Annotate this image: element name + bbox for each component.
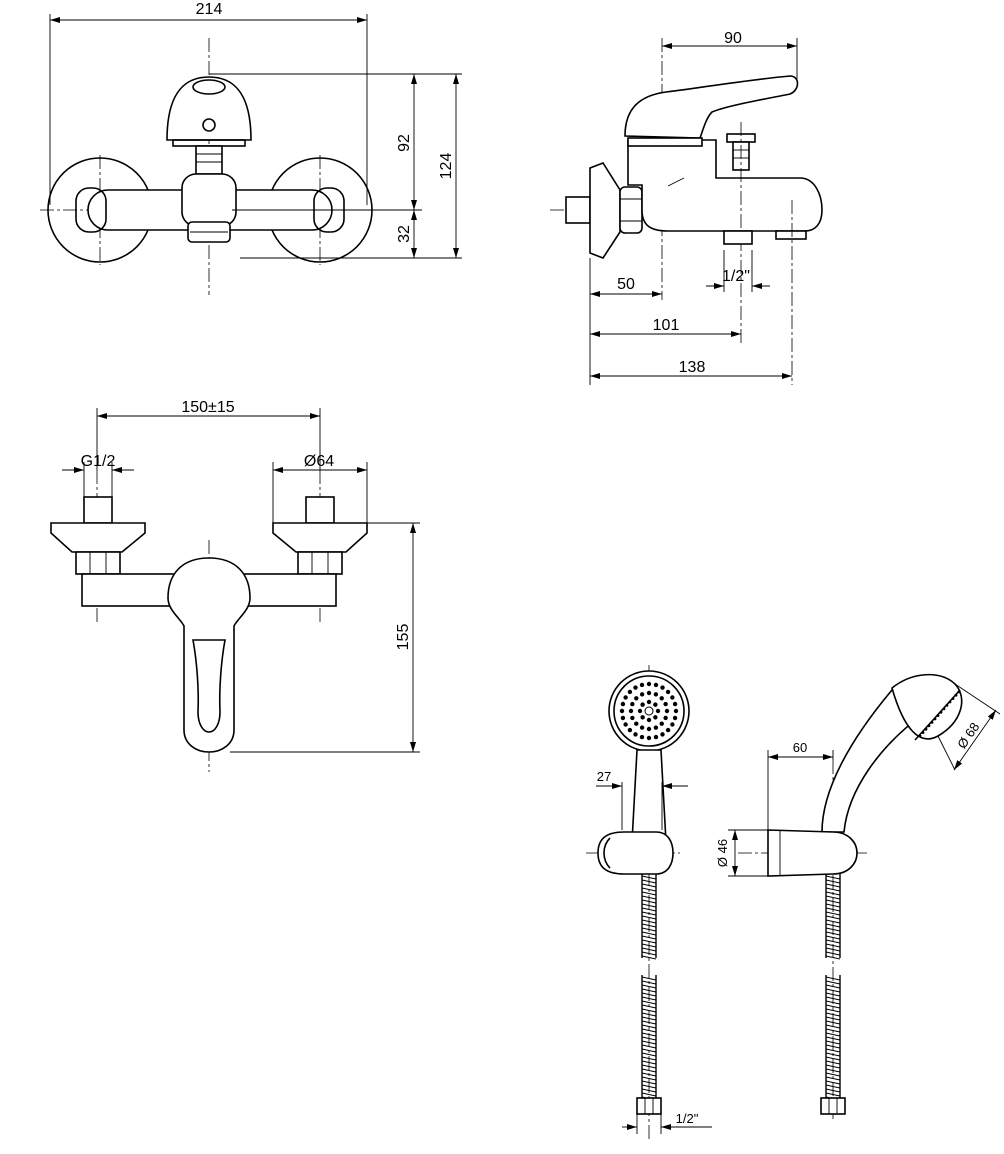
hose-side-upper — [825, 874, 841, 960]
hose-upper — [641, 874, 657, 960]
dim-side-outlet-thread: 1/2" — [722, 268, 750, 285]
dim-side-outlet-offset: 101 — [653, 317, 680, 334]
dim-hand-bracket-diameter: Ø 46 — [715, 839, 730, 867]
dim-shower-height: 155 — [395, 624, 412, 651]
dim-side-handle-reach: 90 — [724, 30, 742, 47]
dim-shower-inlet-spacing: 150±15 — [181, 399, 234, 416]
dim-shower-rosette-diameter: Ø64 — [304, 453, 334, 470]
hose-lower — [641, 975, 657, 1101]
dim-front-width: 214 — [196, 1, 223, 18]
dim-side-inlet-offset: 50 — [617, 276, 635, 293]
dim-side-spout-reach: 138 — [679, 359, 706, 376]
dim-front-height-upper: 92 — [396, 134, 413, 152]
hand-shower-side-view: 60 Ø 46 Ø 68 — [715, 673, 1001, 1120]
spray-holes — [619, 681, 679, 741]
hand-shower-front-view: 27 1/2" — [586, 665, 712, 1140]
bath-mixer-front-view: 214 92 124 32 — [40, 1, 462, 295]
spray-face — [918, 690, 961, 738]
bath-mixer-side-view: 90 50 1/2" 101 138 — [550, 30, 823, 385]
dim-shower-thread: G1/2 — [81, 453, 116, 470]
dim-front-height-total: 124 — [438, 153, 455, 180]
dim-hose-thread: 1/2" — [676, 1111, 699, 1126]
dim-hand-bracket-offset: 60 — [793, 740, 807, 755]
dim-hand-handle-width: 27 — [597, 769, 611, 784]
shower-mixer-front-view: 150±15 G1/2 Ø64 155 — [50, 399, 420, 772]
dim-front-height-lower: 32 — [396, 225, 413, 243]
